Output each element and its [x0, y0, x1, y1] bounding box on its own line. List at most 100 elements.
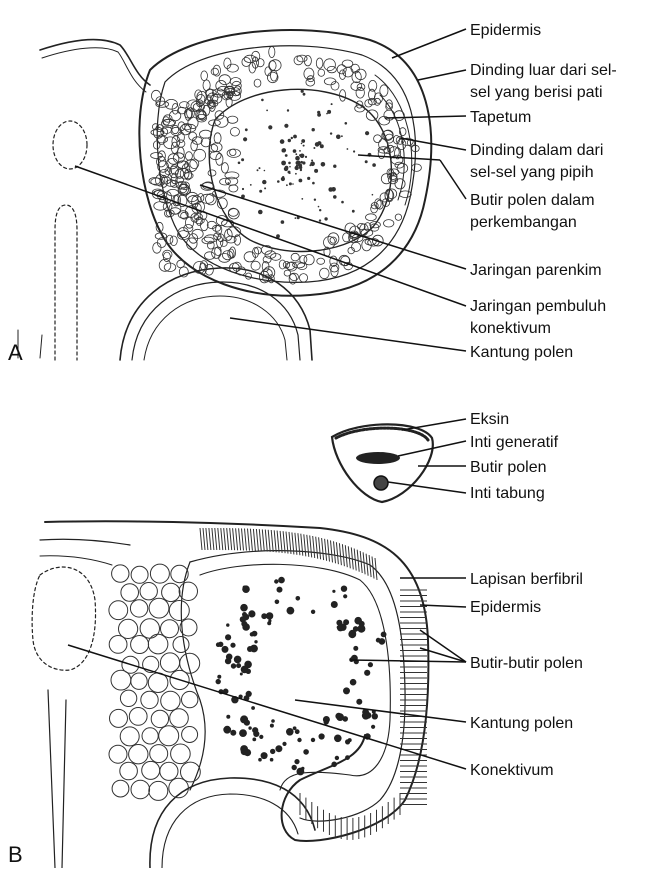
cell — [299, 274, 307, 282]
pollen-grain — [242, 585, 250, 593]
parenchyma-cell — [140, 583, 157, 600]
fibrous-layer — [190, 551, 405, 821]
cell — [399, 191, 411, 198]
leader-line — [385, 116, 466, 118]
cell — [227, 116, 238, 123]
pollen-grain — [336, 713, 344, 721]
parenchyma-cell — [182, 691, 198, 707]
label-pollen-grains: Butir-butir polen — [470, 655, 583, 672]
pollen-grain — [270, 758, 274, 762]
pollen-grain — [274, 579, 278, 583]
pollen-speck — [286, 184, 288, 186]
epidermis-cell-wall — [342, 544, 344, 566]
epidermis-cell-wall — [283, 531, 285, 553]
pollen-speck — [301, 139, 305, 143]
pollen-speck — [293, 149, 297, 153]
cell — [255, 247, 262, 254]
label-outer-wall: Dinding luar dari sel- — [470, 62, 617, 79]
pollen-speck — [250, 184, 252, 186]
cell — [339, 70, 345, 80]
pollen-speck — [341, 135, 343, 137]
epidermis-cell-wall — [212, 528, 214, 550]
cell — [228, 208, 238, 216]
pollen-speck — [295, 166, 299, 170]
cell — [214, 133, 221, 144]
parenchyma-cell — [129, 745, 148, 764]
pollen-grain — [236, 663, 241, 668]
pollen-speck — [333, 195, 337, 199]
pollen-grain — [371, 725, 375, 729]
pollen-speck — [331, 103, 333, 105]
pollen-grain — [303, 749, 309, 755]
pollen-speck — [257, 169, 259, 171]
pollen-speck — [288, 162, 291, 165]
epidermis-cell-wall — [250, 529, 252, 551]
pollen-speck — [293, 135, 297, 139]
cell — [320, 268, 330, 279]
pollen-grain — [286, 728, 294, 736]
epidermis-cell-wall — [236, 528, 238, 550]
pollen-speck — [259, 167, 261, 169]
pollen-speck — [288, 139, 291, 142]
cell — [284, 270, 291, 276]
cell — [343, 67, 353, 77]
pollen-speck — [261, 99, 264, 102]
pollen-grain — [348, 738, 352, 742]
pollen-sac-arc — [150, 778, 315, 868]
pollen-speck — [301, 198, 303, 200]
pollen-grain — [248, 726, 251, 729]
cell — [201, 71, 208, 81]
parenchyma-cell — [170, 709, 189, 728]
epidermis-cell-wall — [277, 531, 279, 553]
cell — [352, 242, 361, 251]
pollen-speck — [268, 125, 272, 129]
pollen-speck — [245, 128, 248, 131]
leader-line — [400, 138, 466, 150]
pollen-speck — [330, 132, 332, 134]
label-fibrous-layer: Lapisan berfibril — [470, 571, 583, 588]
epidermis-cell-wall — [301, 534, 303, 556]
pollen-sac-arc — [132, 282, 300, 360]
pollen-grain — [244, 668, 247, 671]
connective-boundary — [181, 562, 205, 790]
vascular-strand — [55, 205, 77, 360]
parenchyma-cell — [162, 583, 180, 601]
pollen-speck — [302, 161, 305, 164]
pollen-grain — [339, 624, 346, 631]
pollen-speck — [299, 154, 301, 156]
label-parenchyma: Jaringan parenkim — [470, 262, 602, 279]
cell — [269, 47, 275, 58]
cell — [164, 115, 173, 122]
pollen-grain — [335, 756, 339, 760]
pollen-speck — [264, 187, 266, 189]
label-connective: Konektivum — [470, 762, 554, 779]
pollen-speck — [285, 154, 288, 157]
epidermis-cell-wall — [224, 528, 226, 550]
pollen-grain — [364, 670, 370, 676]
pollen-speck — [333, 165, 336, 168]
pollen-grain — [240, 673, 243, 676]
anther-outline — [45, 521, 428, 841]
pollen-grain — [251, 706, 255, 710]
pollen-speck — [345, 122, 348, 125]
pollen-grain — [234, 656, 242, 664]
leader-line — [420, 648, 466, 662]
parenchyma-cell — [149, 781, 168, 800]
parenchyma-cell — [169, 601, 189, 621]
pollen-grain — [247, 646, 253, 652]
pollen-grain — [216, 679, 221, 684]
epidermis-cell-wall — [262, 529, 264, 551]
pollen-grain — [354, 617, 362, 625]
pollen-speck — [336, 135, 341, 140]
epidermis-cell-wall — [304, 534, 306, 556]
cell — [337, 65, 346, 74]
pollen-grain — [226, 715, 230, 719]
cell — [187, 238, 198, 250]
pollen-grain — [331, 762, 337, 768]
pollen-speck — [281, 220, 285, 224]
epidermis-cell-wall — [334, 541, 336, 563]
parenchyma-cell — [121, 584, 139, 602]
epidermis-cell-wall — [336, 542, 338, 564]
cell — [257, 59, 265, 67]
